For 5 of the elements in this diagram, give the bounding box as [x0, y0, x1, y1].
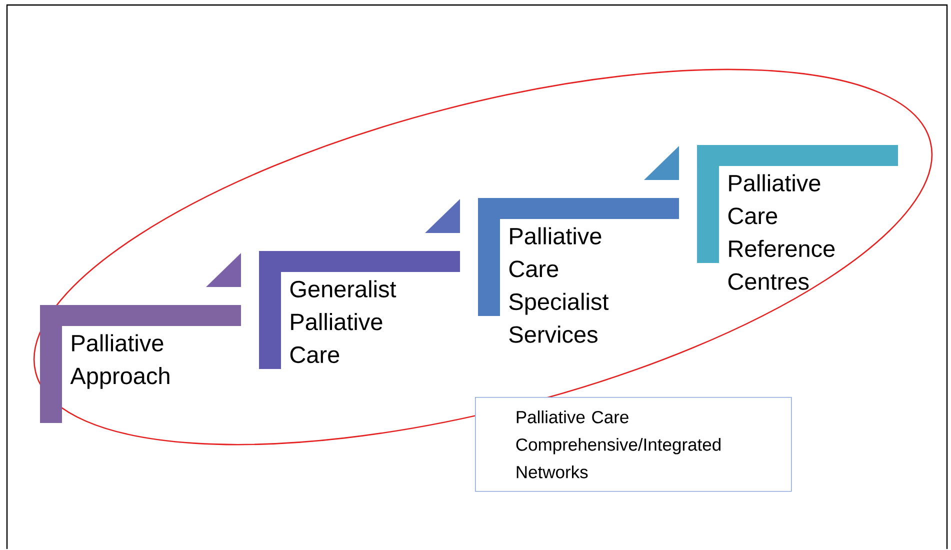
node-label: Generalist Palliative Care	[290, 280, 396, 364]
node-label: Palliative Care Specialist Services	[509, 227, 609, 343]
text-box: Palliative Care Comprehensive/Integrated Networks	[475, 397, 792, 492]
node-label: Palliative Care Reference Centres	[728, 174, 835, 290]
node-label: Palliative Approach	[70, 334, 170, 389]
